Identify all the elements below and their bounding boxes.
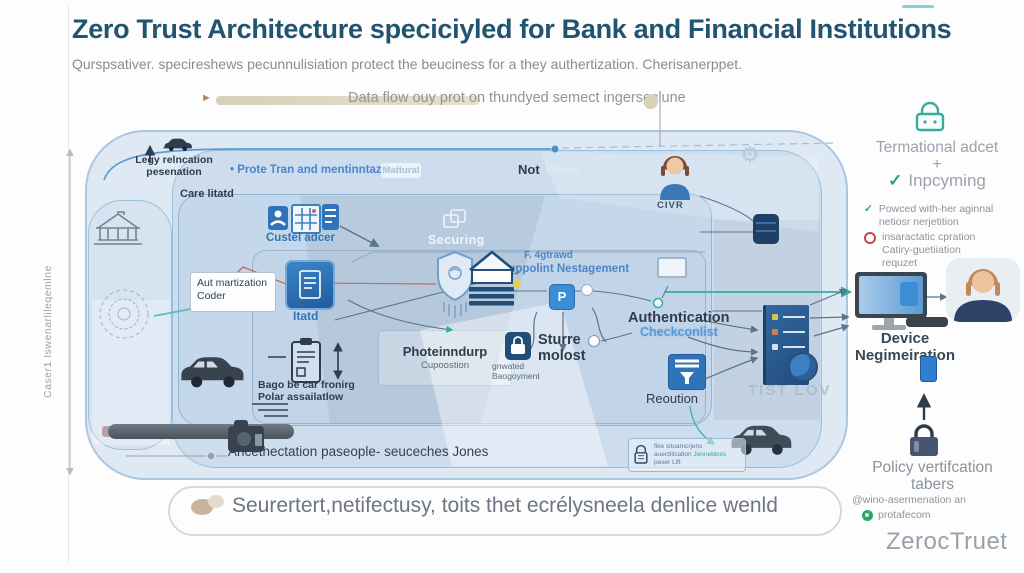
sturre-label: Sturre molost — [538, 332, 586, 364]
footer-text: Seurertert,netifectusy, toits thet ecrél… — [232, 494, 778, 517]
trst-lov-label: TIST LOV — [748, 382, 832, 399]
itatd-label: Itatd — [293, 309, 319, 323]
cuppolint-label-line1: F. 4gtrawd — [524, 250, 573, 261]
authentication-label: Authentication — [628, 310, 730, 326]
custel-label: Custel adcer — [266, 232, 336, 244]
mattural-badge: Mattural — [381, 163, 421, 178]
custel-user-icon — [268, 206, 288, 230]
reoution-label: Reoution — [646, 391, 699, 406]
policy-lock-icon — [904, 422, 944, 463]
car-icon-left — [178, 348, 246, 397]
mail-server-icon — [464, 246, 522, 313]
device-label: Device Negimeiration — [854, 330, 956, 364]
globe-icon — [862, 509, 873, 521]
alert-dot-icon — [864, 232, 876, 244]
custel-grid-icon — [291, 204, 321, 234]
legy-label: Legy relncation pesenation — [135, 154, 213, 178]
trust-badge-icon — [788, 352, 818, 382]
care-box-label: Care litatd — [180, 188, 234, 200]
monitor-icon — [855, 272, 927, 318]
checkconlist-label: Checkconlist — [640, 325, 718, 339]
itatd-icon — [285, 260, 335, 310]
sturre-lock-icon — [505, 332, 531, 360]
bullet-powced: ✓ Powced with-her aginnal netiosr nerjet… — [864, 203, 994, 228]
check-icon: ✓ — [864, 203, 873, 215]
aut-martization-box: Aut martization Coder — [190, 272, 276, 312]
phote-box — [378, 330, 512, 386]
reoution-icon — [668, 354, 706, 390]
policy-label: Policy vertifcation tabers — [872, 459, 993, 493]
phone-icon — [920, 356, 937, 382]
legend-blob-icon — [644, 94, 658, 109]
laptop-icon — [648, 256, 696, 291]
footer-blob-icon-light — [208, 495, 224, 508]
civr-avatar — [652, 148, 698, 205]
shield-icon — [436, 250, 474, 325]
phote-sublabel: Cupoostion — [420, 360, 470, 371]
left-column-box — [88, 200, 172, 450]
footer-blob-icon — [191, 499, 213, 515]
cuppolint-label-line2: Cuppolint Nestagement — [500, 263, 630, 275]
bank-icon — [92, 210, 144, 253]
securing-label: Securing — [428, 233, 485, 247]
page-subtitle: Qurspsativer. specireshews pecunnulisiat… — [72, 56, 743, 72]
console-icon — [906, 317, 948, 327]
ornament-gear-icon — [96, 286, 152, 347]
care-zone-box — [178, 194, 712, 426]
lock-note-box: fike situamcrjens auectilication Jennebl… — [628, 438, 746, 472]
monitor-base — [872, 325, 906, 330]
footer-banner — [168, 486, 842, 536]
user-avatar — [946, 258, 1020, 322]
bago-label: Bago be car fronirg Polar assailatlow — [258, 379, 355, 403]
car-icon-small — [162, 136, 194, 156]
sturre-sublabel: gnwated Baogoyment — [492, 361, 540, 381]
camera-icon — [224, 414, 270, 465]
monitor-stand — [884, 318, 894, 325]
legend-arrow-icon: ► — [201, 92, 212, 104]
data-flow-bar — [216, 96, 480, 105]
plus-label: + — [932, 156, 942, 173]
gear-icon: ⚙ — [740, 142, 760, 167]
brand-watermark: ZerocTruet — [886, 528, 1008, 555]
corner-dash — [902, 5, 934, 8]
incoming-label: ✓ Inpcyming — [888, 171, 986, 190]
securing-icon — [442, 208, 468, 235]
page-title: Zero Trust Architecture speciciyled for … — [72, 14, 952, 44]
proto-line2: protafecom — [862, 509, 931, 521]
protetran-label: • Prote Tran and mentinntazilar — [230, 164, 399, 176]
left-axis-label: Caser1 Iswenarlileqemlne — [42, 265, 54, 398]
civr-label: CIVR — [657, 200, 684, 211]
bullet-insaractatic: insaractatic cpration Catiry-guetiiation… — [864, 231, 975, 270]
proto-line1: @wino-asermenation an — [852, 494, 966, 506]
p-badge: P — [549, 284, 575, 310]
database-icon — [753, 214, 779, 244]
phote-label: Photeinndurp — [402, 344, 488, 359]
anc-label: Ancethectation paseople- seuceches Jones — [228, 444, 489, 459]
data-flow-label: Data flow ouy prot on thundyed semect in… — [348, 90, 686, 106]
check-icon: ✓ — [888, 171, 903, 190]
terminal-label: Termational adcet — [875, 139, 999, 156]
clipboard-icon — [288, 336, 324, 389]
custel-list-icon — [322, 204, 339, 230]
terminal-lock-icon — [912, 100, 948, 139]
